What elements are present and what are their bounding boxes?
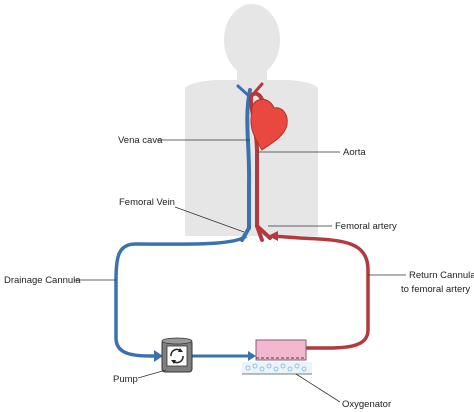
femoral-vein-leader <box>174 206 245 233</box>
return-cannula-tube <box>271 234 370 350</box>
femoral-vein-label: Femoral Vein <box>119 197 175 208</box>
oxygenator-leader <box>295 373 341 403</box>
femoral-artery-label: Femoral artery <box>335 221 397 232</box>
jugular-branch <box>236 84 251 98</box>
return-cannula-label-line1: Return Cannula <box>409 270 474 281</box>
carotid-branch <box>253 82 264 94</box>
pump-label: Pump <box>113 374 138 385</box>
return-cannula-label-line2: to femoral artery <box>401 284 470 295</box>
aorta-label: Aorta <box>343 147 366 158</box>
return-arrow-icon <box>268 231 278 241</box>
drainage-cannula-tube <box>114 234 248 358</box>
femoral-split <box>255 224 272 240</box>
pump-icon <box>161 337 193 373</box>
oxygenator-inlet-arrow-icon <box>248 351 256 361</box>
leader-lines <box>74 139 406 403</box>
oxygenator-label: Oxygenator <box>342 399 391 410</box>
vena-cava-label: Vena cava <box>118 135 163 146</box>
drainage-cannula-label: Drainage Cannula <box>4 275 81 286</box>
vena-cava-vessel <box>240 88 252 242</box>
oxygenator-icon <box>242 339 312 375</box>
heart-shape <box>250 98 288 151</box>
drainage-arrow-icon <box>154 350 163 362</box>
pump-leader <box>137 369 167 379</box>
